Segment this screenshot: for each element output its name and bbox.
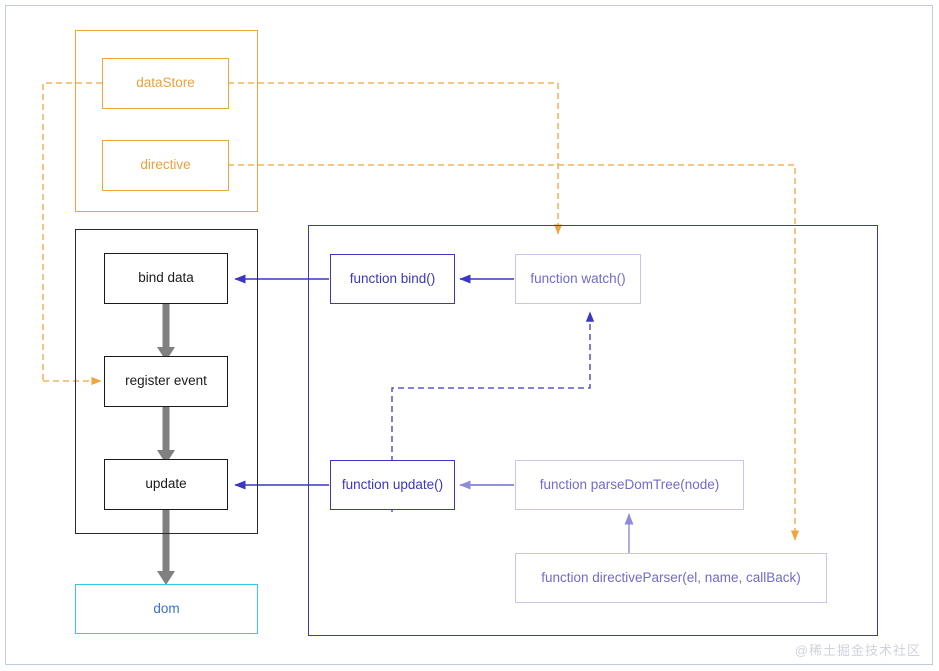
node-dom-label: dom — [153, 600, 180, 616]
node-function-bind-label: function bind() — [349, 270, 436, 286]
group-orange — [75, 30, 258, 212]
node-update-label: update — [145, 476, 187, 492]
node-function-parsedomtree[interactable]: function parseDomTree(node) — [515, 460, 744, 510]
node-dom[interactable]: dom — [75, 584, 258, 634]
node-datastore[interactable]: dataStore — [102, 58, 229, 109]
node-function-directiveparser[interactable]: function directiveParser(el, name, callB… — [515, 553, 827, 603]
group-framework — [308, 225, 878, 636]
diagram-outer-frame — [5, 5, 933, 665]
node-update[interactable]: update — [104, 459, 228, 510]
node-bind-data-label: bind data — [138, 270, 194, 286]
node-datastore-label: dataStore — [136, 75, 195, 91]
node-function-update-label: function update() — [341, 476, 444, 492]
node-function-update[interactable]: function update() — [330, 460, 455, 510]
node-directive-label: directive — [140, 157, 191, 173]
group-dom-pipeline — [75, 229, 258, 534]
node-function-watch-label: function watch() — [530, 270, 626, 286]
node-register-event-label: register event — [125, 373, 207, 389]
node-function-watch[interactable]: function watch() — [515, 254, 641, 304]
node-function-directiveparser-label: function directiveParser(el, name, callB… — [541, 569, 801, 585]
node-bind-data[interactable]: bind data — [104, 253, 228, 304]
node-function-bind[interactable]: function bind() — [330, 254, 455, 304]
node-directive[interactable]: directive — [102, 140, 229, 191]
node-register-event[interactable]: register event — [104, 356, 228, 407]
node-function-parsedomtree-label: function parseDomTree(node) — [539, 476, 720, 492]
watermark: @稀土掘金技术社区 — [794, 643, 921, 658]
